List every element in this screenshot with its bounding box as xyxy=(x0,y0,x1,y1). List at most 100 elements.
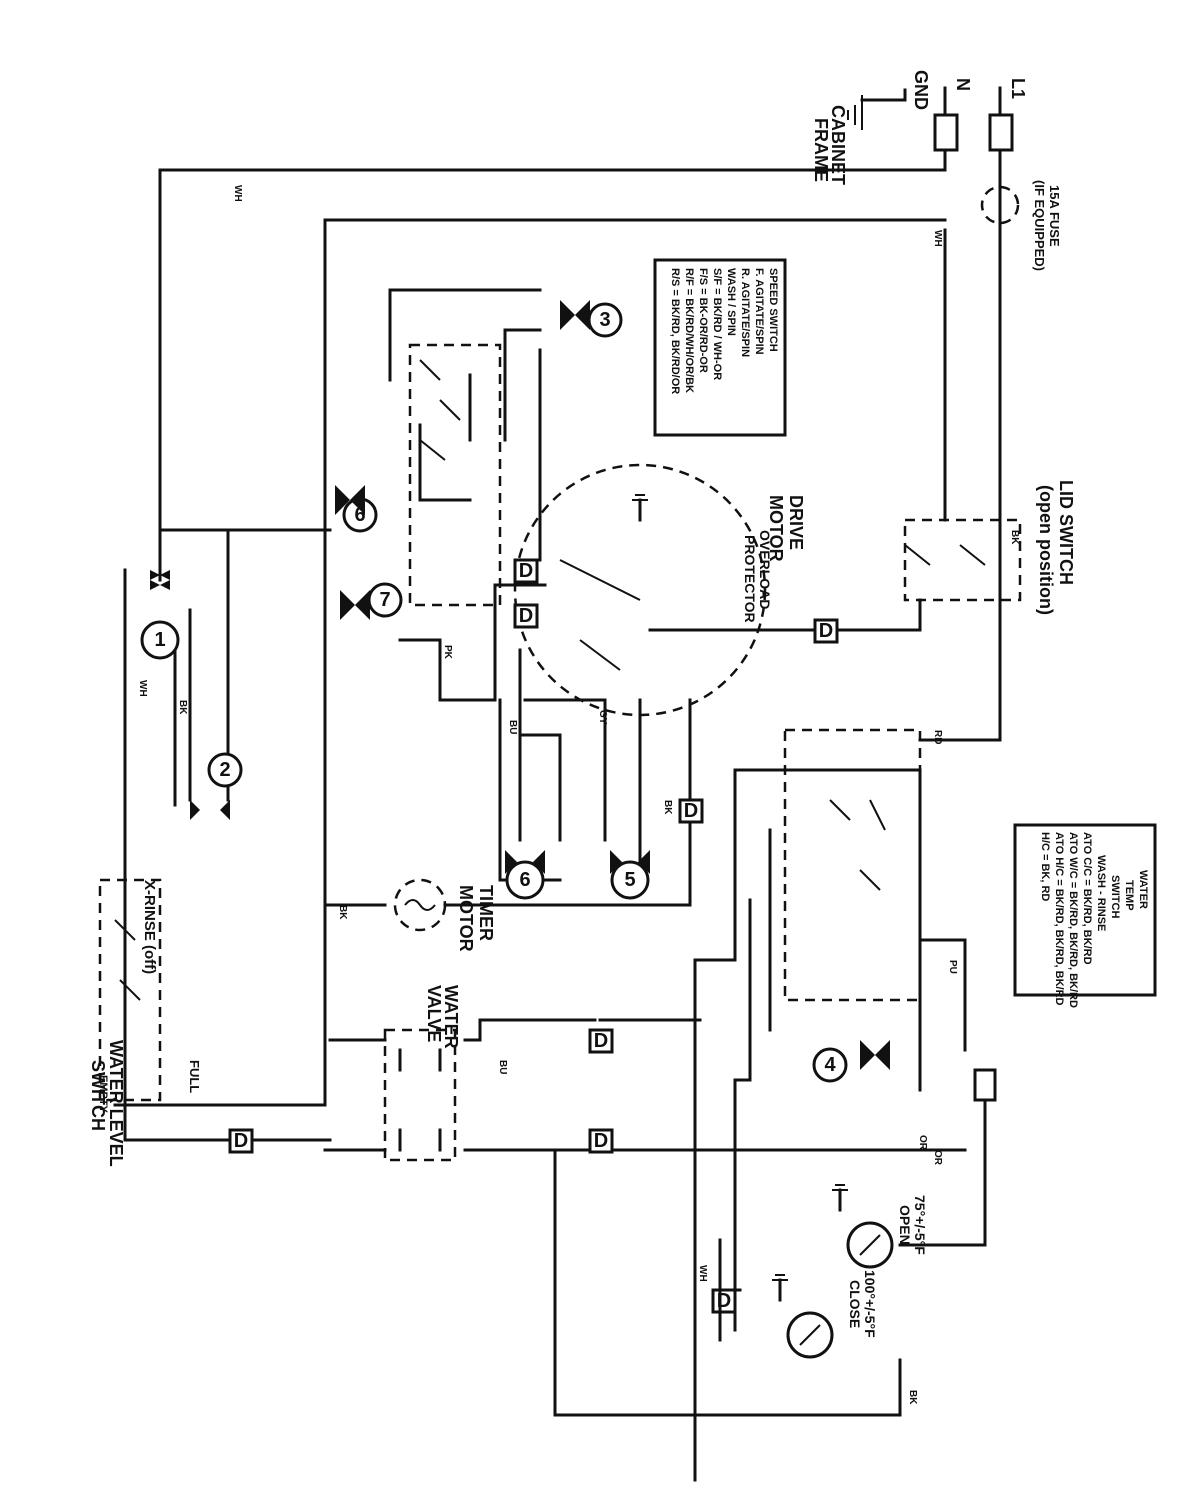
wire-color-tag: WH xyxy=(932,230,943,247)
svg-text:D: D xyxy=(594,1030,608,1052)
component-1: 1 xyxy=(140,570,180,660)
svg-text:D: D xyxy=(819,620,833,642)
switch-housings xyxy=(98,343,1022,1162)
svg-text:D: D xyxy=(594,1130,608,1152)
thermistors xyxy=(718,1184,894,1359)
svg-text:D: D xyxy=(234,1130,248,1152)
water-temp-legend-line: ATO C/C = BK/RD, BK/RD xyxy=(1081,832,1093,965)
speed-switch-legend-line: S/F = BK/RD / WH-OR xyxy=(711,268,723,380)
n-fuse xyxy=(933,113,959,152)
water-temp-legend-line: WASH - RINSE xyxy=(1095,855,1107,931)
thermistor-close-temp: 100°+/-5°F xyxy=(862,1270,878,1338)
drive-motor-housing xyxy=(513,463,767,717)
water-valve-label: WATER xyxy=(441,985,461,1049)
thermistor-open-temp: 75°+/-5°F xyxy=(912,1195,928,1255)
water-temp-legend-line: SWITCH xyxy=(1109,875,1121,918)
empty-label: EMPTY xyxy=(97,1075,109,1114)
wire-color-tag: GY xyxy=(597,710,608,725)
lid-switch-label: LID SWITCH xyxy=(1056,480,1076,585)
timer-motor-label: TIMER xyxy=(476,885,496,941)
wire-color-tag: BU xyxy=(507,720,518,734)
svg-text:D: D xyxy=(519,605,533,627)
water-level-switch-label-2: SWITCH xyxy=(88,1060,108,1131)
drive-motor-internals xyxy=(559,494,648,671)
water-temp-legend-line: WATER xyxy=(1137,870,1149,909)
lid-switch-open-label: (open position) xyxy=(1036,485,1056,615)
svg-text:4: 4 xyxy=(824,1054,836,1076)
wire-color-tag: PK xyxy=(442,645,453,660)
thermistor-open-label: OPEN xyxy=(897,1205,913,1245)
svg-text:6: 6 xyxy=(519,869,530,891)
wire-color-tag: BK xyxy=(337,905,348,920)
svg-text:3: 3 xyxy=(599,309,610,331)
connector-block: D xyxy=(228,1128,254,1154)
component-3: 3 xyxy=(560,300,623,338)
water-temp-legend xyxy=(1013,823,1157,997)
speed-switch-legend-line: R. AGITATE/SPIN xyxy=(739,268,751,357)
svg-text:6: 6 xyxy=(354,504,365,526)
connector-block: D xyxy=(711,1288,737,1314)
wire-color-tag: BK xyxy=(1009,530,1020,545)
svg-text:7: 7 xyxy=(379,589,390,611)
thermistor-close-label: CLOSE xyxy=(847,1280,863,1328)
speed-switch-legend-line: WASH / SPIN xyxy=(725,268,737,336)
speed-switch-legend-line: F/S = BK-OR/RD-OR xyxy=(697,268,709,373)
gnd-label: GND xyxy=(911,70,931,110)
svg-text:1: 1 xyxy=(154,629,165,651)
timer-motor-icon xyxy=(404,899,436,911)
water-temp-legend-line: ATO H/C = BK/RD, BK/RD, BK/RD xyxy=(1053,832,1065,1006)
component-6-lower: 6 xyxy=(505,850,545,900)
wire-color-tag: WH xyxy=(137,680,148,697)
speed-switch-legend-line: R/S = BK/RD, BK/RD/OR xyxy=(669,268,681,394)
wire-color-tag: WH xyxy=(697,1265,708,1282)
x-rinse-label: X-RINSE (off) xyxy=(141,880,158,974)
overload-protector-label-2: PROTECTOR xyxy=(742,535,758,623)
speed-switch-contacts xyxy=(114,359,986,1001)
inline-fuse xyxy=(973,1068,997,1102)
connector-block: D xyxy=(588,1028,614,1054)
svg-text:D: D xyxy=(519,560,533,582)
svg-text:5: 5 xyxy=(624,869,635,891)
component-2: 2 xyxy=(190,752,243,820)
component-6-upper: 6 xyxy=(335,485,378,533)
l1-fuse xyxy=(988,113,1014,152)
component-5: 5 xyxy=(610,850,650,900)
svg-text:D: D xyxy=(684,800,698,822)
wire-color-tag: BK xyxy=(662,800,673,815)
wire-color-tag: WH xyxy=(232,185,243,202)
wire-color-tag: OR xyxy=(917,1135,928,1151)
svg-text:2: 2 xyxy=(219,759,230,781)
component-7: 7 xyxy=(340,582,403,620)
water-level-switch-label: WATER LEVEL xyxy=(106,1040,126,1167)
overload-protector-label: OVERLOAD xyxy=(757,530,773,609)
water-temp-legend-line: ATO W/C = BK/RD, BK/RD, BK/RD xyxy=(1067,832,1079,1008)
full-label: FULL xyxy=(187,1060,202,1093)
cabinet-label: CABINET xyxy=(828,105,848,185)
wire-color-tag: BU xyxy=(497,1060,508,1074)
wire-color-tag: RD xyxy=(932,730,943,744)
speed-switch-legend-line: SPEED SWITCH xyxy=(767,268,779,352)
l1-label: L1 xyxy=(1008,78,1028,99)
n-label: N xyxy=(953,78,973,91)
wire-color-tag: PU xyxy=(947,960,958,974)
frame-label: FRAME xyxy=(811,118,831,182)
component-4: 4 xyxy=(812,1040,890,1083)
wire-color-tag: BK xyxy=(177,700,188,715)
speed-switch-legend-line: F. AGITATE/SPIN xyxy=(753,268,765,355)
water-temp-legend-line: TEMP xyxy=(1123,880,1135,911)
connector-block: D xyxy=(588,1128,614,1154)
wire-color-tag: OR xyxy=(932,1150,943,1166)
labels: L1 N GND CABINET FRAME 15A FUSE (IF EQUI… xyxy=(88,70,1149,1405)
connector-block: D xyxy=(678,798,704,824)
speed-switch-legend xyxy=(653,258,787,437)
water-valve-label-2: VALVE xyxy=(424,985,444,1042)
connectors: D D D D D D D D xyxy=(228,558,839,1314)
speed-switch-legend-line: R/F = BK/RD/WH/OR/BK xyxy=(683,268,695,393)
numbered-components: 1 2 3 4 5 6 6 7 xyxy=(140,300,890,1083)
connector-block: D xyxy=(513,603,539,629)
wire-color-tag: BK xyxy=(907,1390,918,1405)
fuse-label: 15A FUSE xyxy=(1047,185,1062,247)
drive-motor-label: DRIVE xyxy=(786,495,806,550)
connector-block: D xyxy=(813,618,839,644)
water-temp-legend-line: H/C = BK, RD xyxy=(1039,832,1051,901)
